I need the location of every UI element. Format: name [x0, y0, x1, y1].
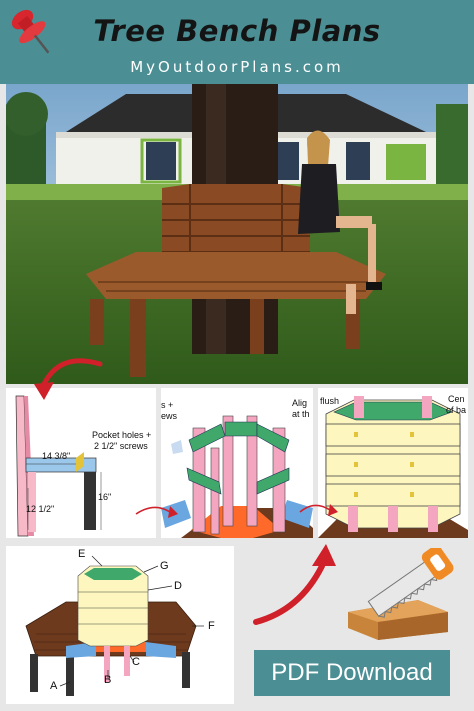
side-detail-diagram [6, 388, 156, 538]
site-url: MyOutdoorPlans.com [130, 58, 344, 76]
page-title: Tree Bench Plans [93, 14, 381, 48]
part-label-f: F [208, 620, 215, 632]
label-flush: flush [320, 396, 340, 406]
push-pin-icon [11, 9, 50, 54]
saw-icon [348, 548, 454, 640]
label-align-line2: at th [292, 409, 310, 419]
callout-pocket-holes-line2: 2 1/2" screws [94, 441, 148, 451]
dimension-height: 16" [98, 492, 112, 502]
part-label-g: G [160, 560, 169, 572]
pdf-download-button[interactable]: PDF Download [254, 650, 450, 696]
label-center-line2: of ba [446, 405, 467, 415]
tree-bench-render [6, 84, 468, 384]
label-align-line1: Alig [292, 398, 308, 408]
label-screws-line1: s + [161, 400, 174, 410]
header-banner [0, 0, 474, 84]
part-label-e: E [78, 548, 86, 560]
dimension-top: 14 3/8" [42, 451, 71, 461]
red-arrow-4 [253, 563, 325, 625]
dimension-leg: 12 1/2" [26, 504, 55, 514]
part-label-b: B [104, 674, 112, 686]
part-label-a: A [50, 680, 58, 692]
parts-diagram [6, 546, 234, 704]
part-label-d: D [174, 580, 182, 592]
label-screws-line2: ews [161, 411, 178, 421]
callout-pocket-holes-line1: Pocket holes + [92, 430, 152, 440]
assembly-detail-diagram [161, 388, 313, 538]
part-label-c: C [132, 656, 140, 668]
label-center-line1: Cen [448, 394, 465, 404]
backrest-slats-diagram [318, 388, 468, 538]
